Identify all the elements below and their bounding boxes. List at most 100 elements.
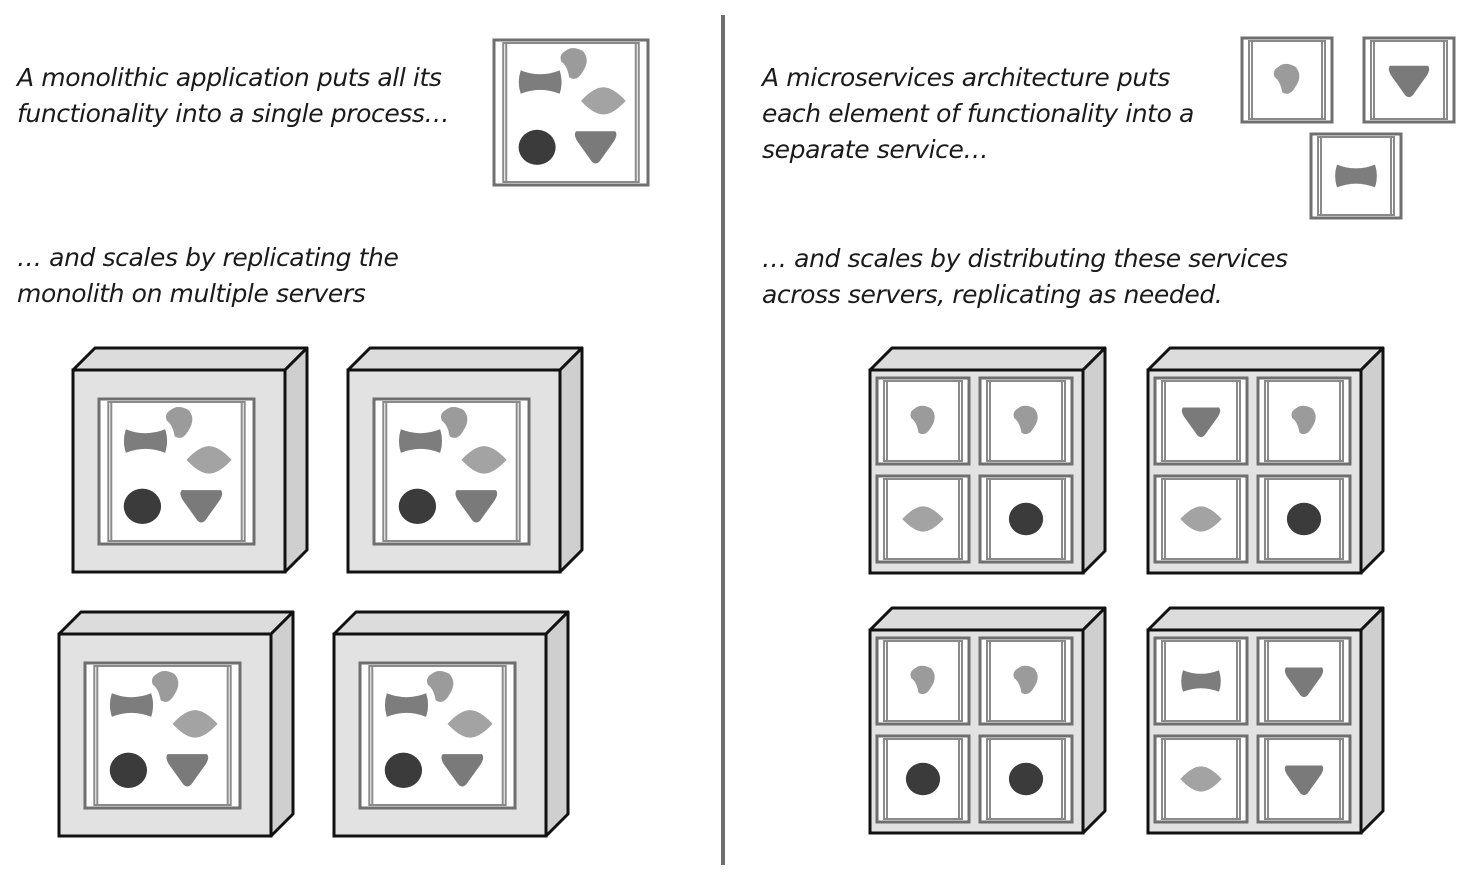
bowtie-shape <box>398 429 443 453</box>
server-top <box>332 610 570 636</box>
service-instance <box>1256 376 1352 466</box>
server-top <box>71 346 309 372</box>
triangle-shape <box>1284 765 1324 796</box>
blob-shape <box>910 665 935 695</box>
circle-shape <box>518 129 556 165</box>
circle-shape <box>123 488 162 524</box>
bowtie-shape <box>123 429 168 453</box>
box-rail <box>1161 640 1241 722</box>
service-instance <box>978 376 1074 466</box>
service-instance <box>1153 636 1249 726</box>
triangle-shape <box>1181 407 1221 438</box>
server-top <box>346 346 584 372</box>
blob-shape <box>1273 63 1300 94</box>
box-rail <box>986 380 1066 462</box>
bowtie-shape <box>518 70 562 94</box>
box-rail <box>883 640 963 722</box>
blob-shape <box>151 670 179 702</box>
triangle-shape <box>1388 65 1430 98</box>
blob-shape <box>910 405 935 435</box>
server-side <box>1081 606 1107 835</box>
blob-shape <box>165 406 193 438</box>
box-rail <box>1248 40 1326 120</box>
monolith-replica <box>358 661 517 810</box>
service-instance <box>1153 474 1249 564</box>
microservice-triangle <box>1362 36 1456 124</box>
box-frame <box>83 661 242 810</box>
monolith-scaling-text: … and scales by replicating the monolith… <box>17 243 399 308</box>
circle-shape <box>1008 762 1044 796</box>
server-top <box>868 606 1107 632</box>
triangle-shape <box>574 131 617 164</box>
server-side <box>283 346 309 574</box>
box-rail <box>1161 738 1241 820</box>
box-rail <box>883 380 963 462</box>
monolith-server <box>57 610 295 838</box>
microservice-bowtie <box>1309 132 1403 220</box>
monolith-server <box>346 346 584 574</box>
service-instance <box>1256 474 1352 564</box>
box-rail <box>382 401 521 542</box>
monolith-server <box>332 610 570 838</box>
server-side <box>269 610 295 838</box>
box-rail <box>1264 380 1344 462</box>
microservice-servers <box>868 346 1385 835</box>
box-rail <box>368 665 507 806</box>
microservices-scaling-text: … and scales by distributing these servi… <box>762 244 1288 309</box>
service-instance <box>978 636 1074 726</box>
triangle-shape <box>455 490 498 523</box>
service-instance <box>875 376 971 466</box>
server-top <box>868 346 1107 372</box>
blob-shape <box>560 48 587 79</box>
service-instance <box>978 734 1074 824</box>
bowtie-shape <box>1335 164 1377 188</box>
box-frame <box>978 734 1074 824</box>
server-top <box>1146 346 1385 372</box>
box-rail <box>1317 136 1395 216</box>
triangle-shape <box>1284 667 1324 698</box>
box-rail <box>883 478 963 560</box>
blob-shape <box>440 406 468 438</box>
server-top <box>57 610 295 636</box>
diamond-shape <box>172 710 218 738</box>
microservices-intro-text: A microservices architecture puts each e… <box>762 63 1194 164</box>
circle-shape <box>1286 502 1322 536</box>
box-rail <box>986 478 1066 560</box>
service-instance <box>1256 734 1352 824</box>
server-top <box>1146 606 1385 632</box>
circle-shape <box>905 762 941 796</box>
box-frame <box>978 474 1074 564</box>
diamond-shape <box>580 87 626 115</box>
service-instance <box>1256 636 1352 726</box>
blob-shape <box>1013 665 1038 695</box>
diamond-shape <box>1180 766 1222 792</box>
box-frame <box>1153 734 1249 824</box>
microservice-server <box>868 346 1107 575</box>
service-instance <box>875 734 971 824</box>
microservice-server <box>868 606 1107 835</box>
blob-shape <box>1013 405 1038 435</box>
service-instance <box>1153 734 1249 824</box>
microservice-server <box>1146 606 1385 835</box>
monolith-replica <box>83 661 242 810</box>
server-side <box>544 610 570 838</box>
service-instance <box>1153 376 1249 466</box>
server-side <box>1359 346 1385 575</box>
box-rail <box>502 42 640 183</box>
box-rail <box>986 640 1066 722</box>
box-rail <box>1161 380 1241 462</box>
box-rail <box>1370 40 1448 120</box>
box-rail <box>93 665 232 806</box>
diamond-shape <box>461 446 507 474</box>
monolith-intro-text: A monolithic application puts all its fu… <box>17 63 450 128</box>
box-rail <box>883 738 963 820</box>
server-side <box>558 346 584 574</box>
bowtie-shape <box>109 693 154 717</box>
microservice-boxes <box>1240 36 1456 220</box>
service-instance <box>875 636 971 726</box>
microservice-server <box>1146 346 1385 575</box>
monolith-server <box>71 346 309 574</box>
diamond-shape <box>902 506 944 532</box>
blob-shape <box>1291 405 1316 435</box>
